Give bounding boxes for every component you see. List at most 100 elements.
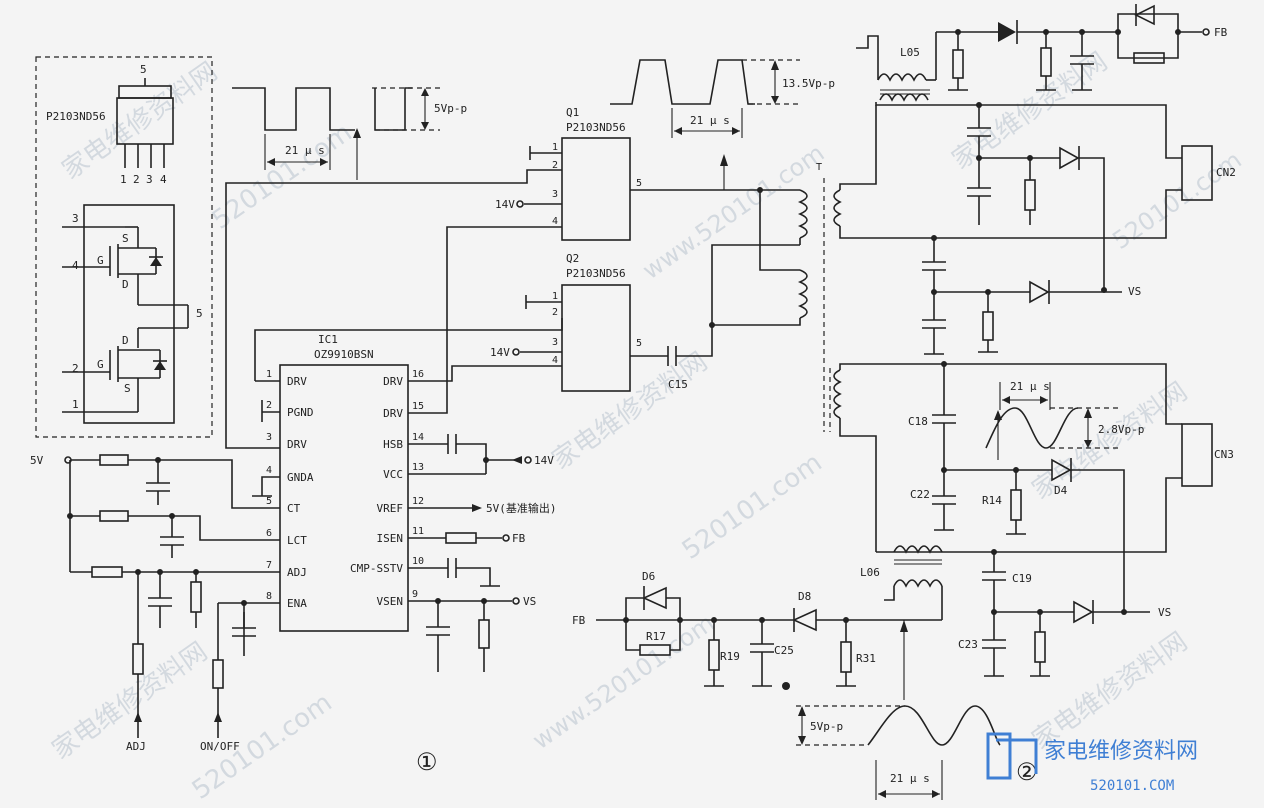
ic1-left-pin-name: PGND	[287, 406, 314, 419]
ic1-left-pin-name: ENA	[287, 597, 307, 610]
net-vs-bottom: VS	[1158, 606, 1171, 619]
ic1-left-pin-num: 7	[266, 560, 272, 571]
q2-pin2: 2	[552, 307, 558, 318]
cn2-section: L05 FB	[833, 4, 1236, 290]
ic1-left-pin-num: 4	[266, 465, 272, 476]
fet-pair-box	[83, 204, 175, 424]
ic1-right-pin-num: 11	[412, 526, 424, 537]
fet2-g: G	[97, 358, 104, 371]
ic1-ref: IC1	[318, 333, 338, 346]
q2-pin1: 1	[552, 291, 558, 302]
net-fb-top: FB	[1214, 26, 1228, 39]
q2-pin3: 3	[552, 337, 558, 348]
c22-label: C22	[910, 488, 930, 501]
circle-mark-1: ①	[416, 748, 438, 776]
logo-text: 家电维修资料网	[1044, 739, 1198, 764]
l06-label: L06	[860, 566, 880, 579]
ic1-left-pin-num: 1	[266, 369, 272, 380]
watermark-url: 520101.com	[677, 448, 828, 566]
q1-pin1: 1	[552, 142, 558, 153]
cn3-period: 21 μ s	[1010, 380, 1050, 393]
ic1-left-pin-name: LCT	[287, 534, 307, 547]
q2-ref: Q2	[566, 252, 579, 265]
ic1-right-pin-name: ISEN	[377, 532, 404, 545]
q1-pin2: 2	[552, 160, 558, 171]
ic1-right-pin-name: DRV	[383, 375, 403, 388]
ic1-left-pin-name: ADJ	[287, 566, 307, 579]
ic1-body	[279, 364, 409, 632]
bottom-amp: 5Vp-p	[810, 720, 843, 733]
drain-amp: 13.5Vp-p	[782, 77, 835, 90]
drain-period: 21 μ s	[690, 114, 730, 127]
ic1-left-pin-num: 3	[266, 432, 272, 443]
net-isen: FB	[512, 532, 526, 545]
ic1-left-wiring: 5V ADJ	[30, 169, 563, 753]
ic1-left-pin-name: CT	[287, 502, 301, 515]
fet1-pin3: 3	[72, 212, 79, 225]
watermark-cn: 家电维修资料网	[1027, 377, 1193, 506]
c23-label: C23	[958, 638, 978, 651]
detail-part: P2103ND56	[46, 110, 106, 123]
watermark-url: 520101.com	[207, 118, 358, 236]
c19-label: C19	[1012, 572, 1032, 585]
d4-label: D4	[1054, 484, 1068, 497]
ic1-right-pin-num: 9	[412, 589, 418, 600]
net-vsen: VS	[523, 595, 536, 608]
vs-section: VS	[922, 235, 1141, 355]
transistor-detail: 5 P2103ND56 1 2 3 4 3 4 G S D	[35, 56, 213, 438]
detail-pin-5-side: 5	[196, 307, 203, 320]
net-fb-bottom: FB	[572, 614, 586, 627]
net-adj: ADJ	[126, 740, 146, 753]
d6-label: D6	[642, 570, 655, 583]
ic1-right-pin-num: 16	[412, 369, 424, 380]
net-5v-in: 5V	[30, 454, 44, 467]
site-logo: 家电维修资料网 520101.COM	[986, 732, 1198, 794]
waveform-drive: 5Vp-p 21 μ s	[232, 87, 467, 180]
d8-label: D8	[798, 590, 811, 603]
net-vref-out: 5V(基准输出)	[486, 501, 557, 515]
ic1-right-pin-num: 10	[412, 556, 424, 567]
q1-supply: 14V	[495, 198, 515, 211]
ic1-right-pin-name: HSB	[383, 438, 403, 451]
ic1-left-pin-num: 5	[266, 496, 272, 507]
ic1-right-pin-name: VSEN	[377, 595, 404, 608]
logo-url: 520101.COM	[1090, 778, 1174, 794]
fet1-s: S	[122, 232, 129, 245]
r19-label: R19	[720, 650, 740, 663]
detail-pin-2: 2	[133, 173, 140, 186]
c15-label: C15	[668, 378, 688, 391]
r17-label: R17	[646, 630, 666, 643]
ic1-right-pin-name: VREF	[377, 502, 404, 515]
c25-label: C25	[774, 644, 794, 657]
fet1-d: D	[122, 278, 129, 291]
q2-supply: 14V	[490, 346, 510, 359]
fet1-pin4: 4	[72, 259, 79, 272]
ic1-left-pin-num: 6	[266, 528, 272, 539]
transformer-primary: C15 T	[630, 154, 825, 432]
ic1-part: OZ9910BSN	[314, 348, 374, 361]
watermark-cn: 家电维修资料网	[1027, 627, 1193, 756]
r14-label: R14	[982, 494, 1002, 507]
q1-part: P2103ND56	[566, 121, 626, 134]
bottom-period: 21 μ s	[890, 772, 930, 785]
ic1-left-pin-name: DRV	[287, 375, 307, 388]
detail-pin-3: 3	[146, 173, 153, 186]
detail-dashed-box	[35, 56, 213, 438]
detail-pin-5: 5	[140, 63, 147, 76]
ic1-right-pin-num: 13	[412, 462, 424, 473]
l05-label: L05	[900, 46, 920, 59]
q2-pin4: 4	[552, 355, 558, 366]
q1-pin3: 3	[552, 189, 558, 200]
cn2-label: CN2	[1216, 166, 1236, 179]
ic1-left-pin-num: 8	[266, 591, 272, 602]
transformer-label: T	[816, 162, 822, 173]
q1-pin4: 4	[552, 216, 558, 227]
cn3-section: CN3 C18 C22 R14 D4 2.8Vp-p	[829, 361, 1234, 612]
fet1-g: G	[97, 254, 104, 267]
cn3-label: CN3	[1214, 448, 1234, 461]
ic1-left-pin-name: DRV	[287, 438, 307, 451]
detail-pin-4: 4	[160, 173, 167, 186]
ic1-right-pin-num: 14	[412, 432, 424, 443]
fb-chain: FB D6 R17 R19 C25 D8 R31	[572, 570, 942, 700]
